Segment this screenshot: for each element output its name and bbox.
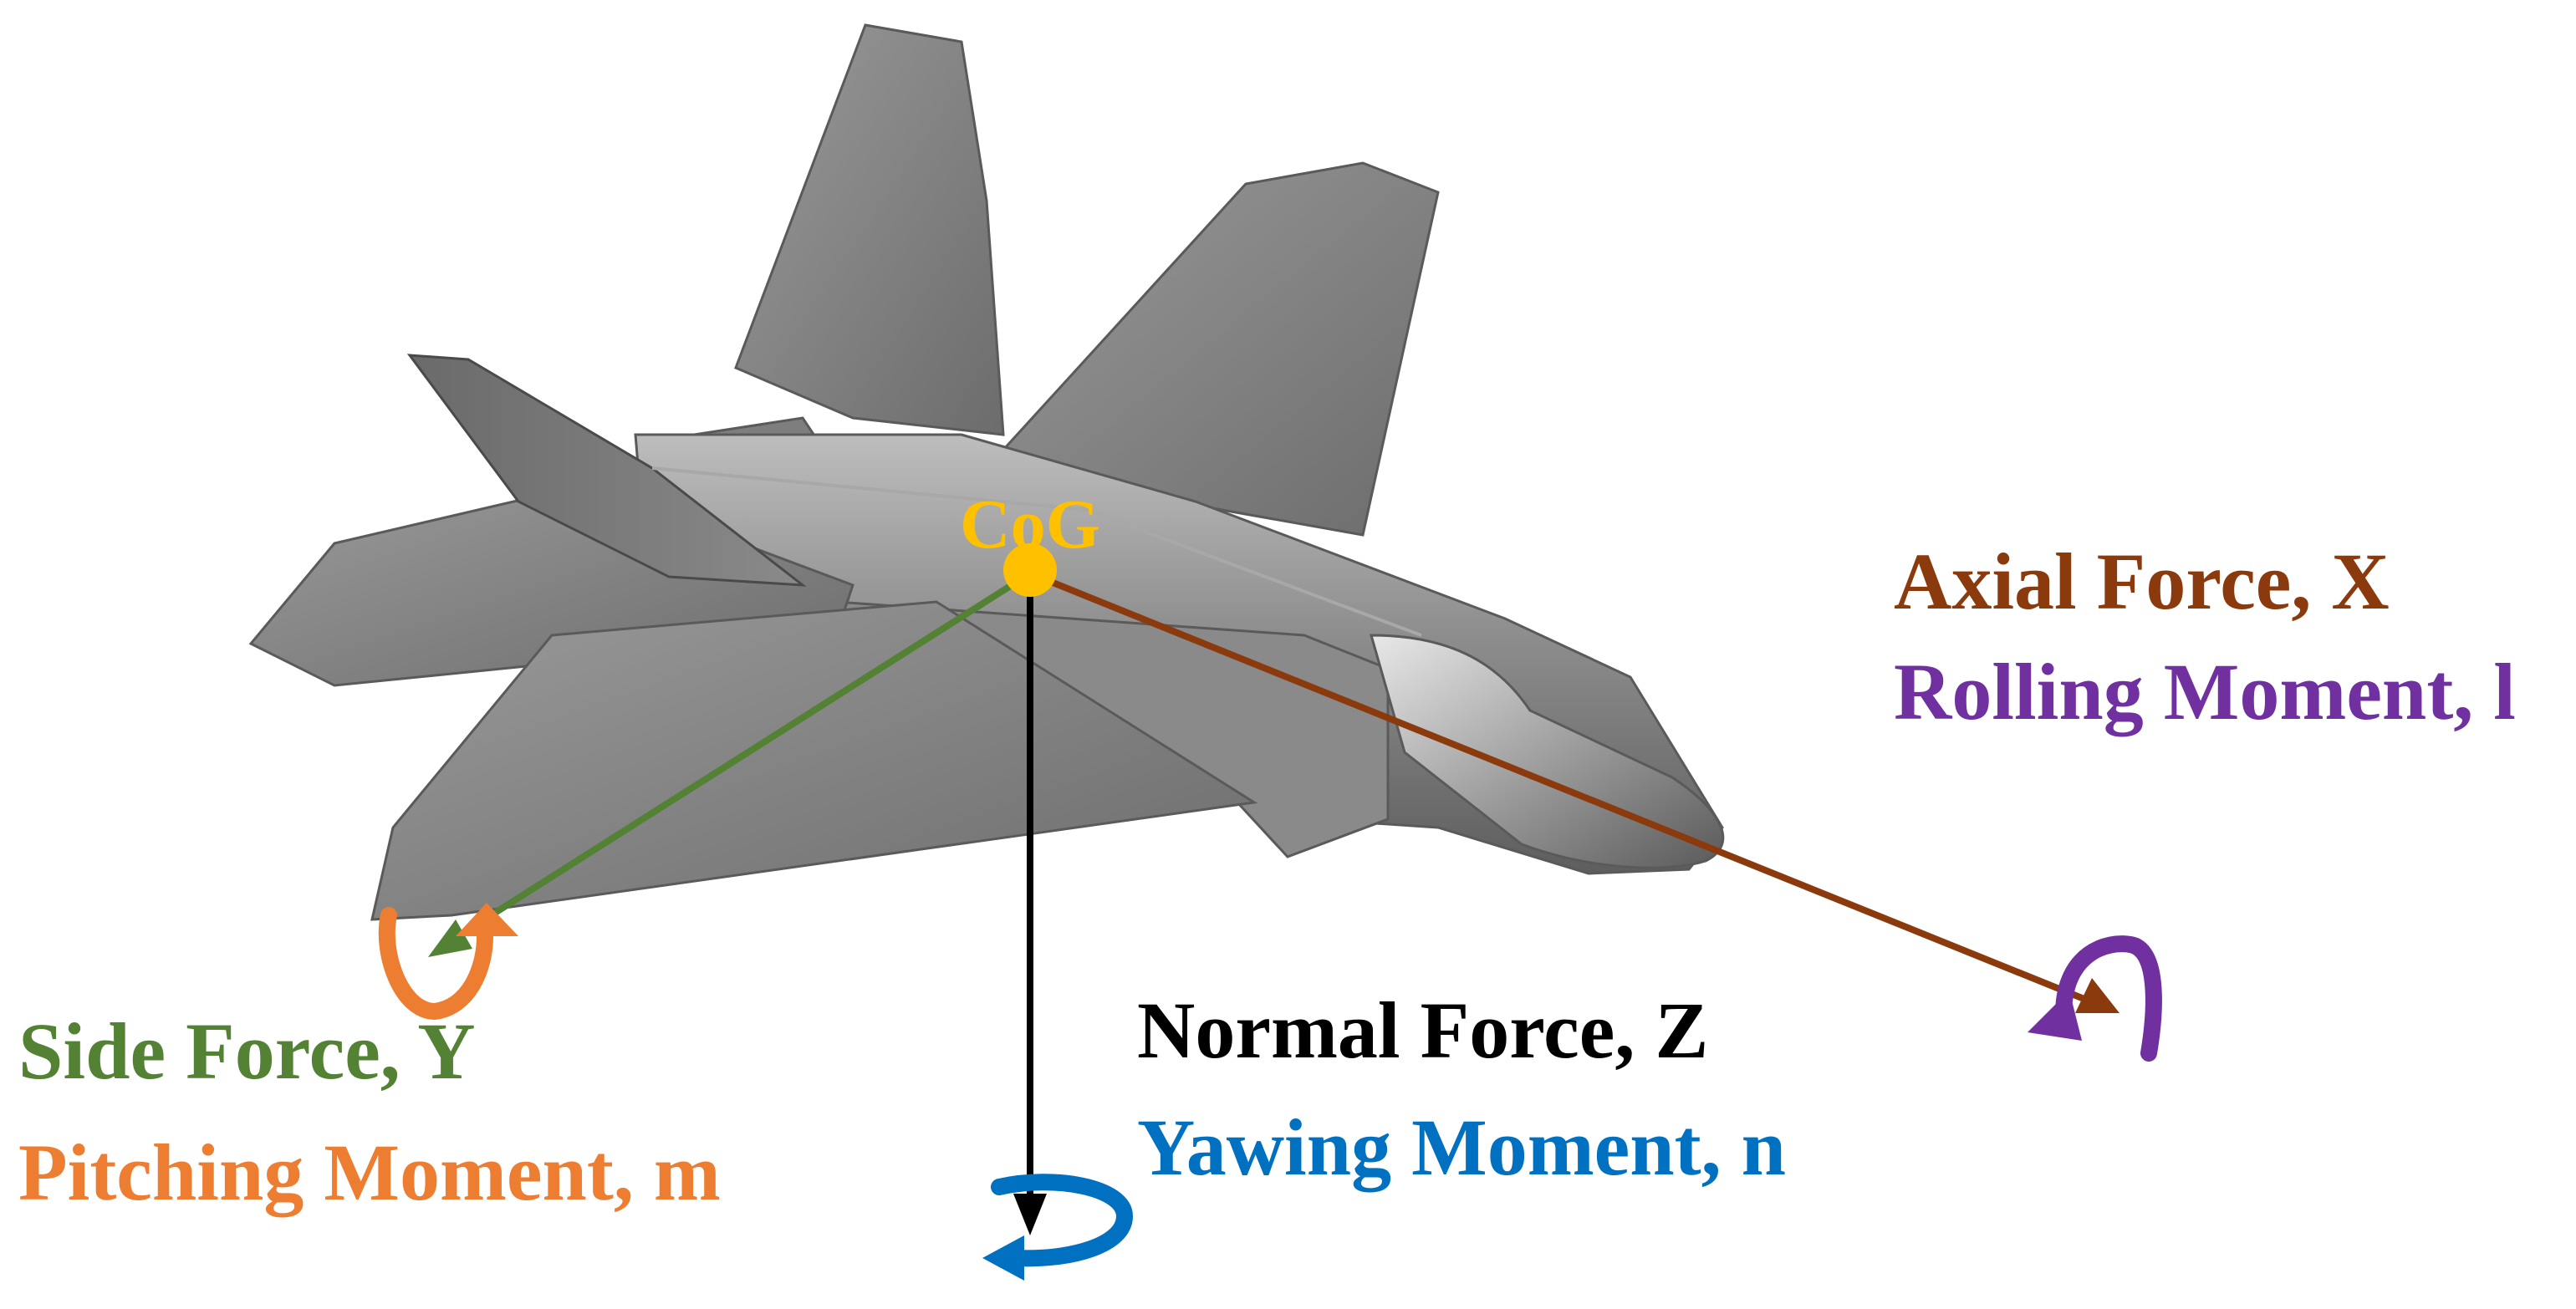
normal-arrowhead <box>1013 1194 1047 1235</box>
side-arrowhead <box>428 919 472 957</box>
yawing-moment-icon <box>982 1174 1134 1281</box>
yawing-moment-label: Yawing Moment, n <box>1137 1103 1786 1192</box>
cog-label: CoG <box>960 486 1100 563</box>
axial-arrowhead <box>2075 978 2119 1013</box>
axial-force-arrow <box>1028 570 2092 1005</box>
fighter-jet-icon <box>248 23 1725 921</box>
pitching-moment-label: Pitching Moment, m <box>18 1128 721 1217</box>
side-force-label: Side Force, Y <box>18 1006 476 1096</box>
normal-force-label: Normal Force, Z <box>1137 986 1708 1075</box>
axial-force-label: Axial Force, X <box>1894 537 2390 626</box>
rolling-moment-icon <box>2028 935 2162 1062</box>
side-force-arrow <box>449 570 1033 944</box>
rolling-moment-label: Rolling Moment, l <box>1894 647 2516 736</box>
pitching-moment-icon <box>378 903 518 1021</box>
cog-marker <box>1003 543 1057 597</box>
